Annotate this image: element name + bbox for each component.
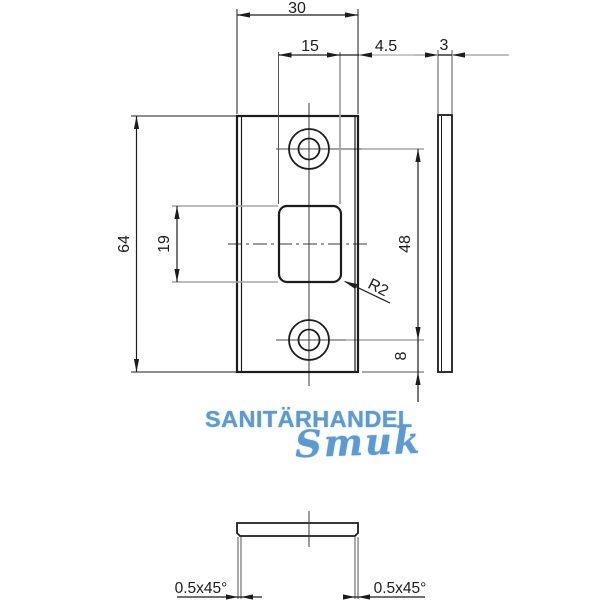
dim-thickness-3: 3 <box>414 37 509 114</box>
dim-hole-spacing-48: 48 <box>397 149 421 340</box>
dim-hole-spacing-label: 48 <box>397 235 414 253</box>
side-view-outline <box>437 114 453 373</box>
side-view <box>437 114 453 373</box>
plate-outline <box>235 114 360 374</box>
watermark-brand: SANITÄRHANDEL <box>205 406 413 432</box>
arrowheads <box>237 12 358 18</box>
dim-width-30: 30 <box>236 0 359 114</box>
dim-height-label: 64 <box>116 235 133 253</box>
arrowheads <box>133 116 140 372</box>
front-view <box>228 103 424 386</box>
radius-label: R2 <box>365 276 391 300</box>
dim-hole-edge-8: 8 <box>362 340 424 402</box>
arrowheads <box>174 206 180 282</box>
dim-offset-label: 4.5 <box>375 38 397 55</box>
bottom-view-outline <box>236 522 359 537</box>
dim-hole-edge-label: 8 <box>393 351 410 360</box>
centerlines <box>228 103 424 386</box>
dim-chamfer-right: 0.5x45° <box>343 537 426 600</box>
arrowheads <box>415 372 421 385</box>
arrowheads <box>425 52 465 58</box>
arrowheads <box>343 594 370 600</box>
leader-arrowhead <box>343 281 358 289</box>
dim-chamfer-left: 0.5x45° <box>175 537 262 600</box>
screw-hole-top <box>288 128 330 170</box>
dim-slot-height-label: 19 <box>156 235 173 253</box>
radius-callout-r2: R2 <box>343 276 391 304</box>
arrowheads <box>415 149 421 340</box>
screw-hole-bottom <box>288 319 330 361</box>
arrowheads <box>226 594 253 600</box>
latch-cutout <box>277 204 343 284</box>
dim-height-64: 64 <box>116 115 236 373</box>
arrowheads <box>278 52 372 58</box>
chamfer-left-label: 0.5x45° <box>175 580 228 597</box>
watermark-script: Smuk <box>294 417 423 467</box>
dim-slot-width-label: 15 <box>301 38 319 55</box>
dim-slot-height-19: 19 <box>156 205 278 283</box>
bottom-view <box>236 511 359 547</box>
chamfer-right-label: 0.5x45° <box>374 580 427 597</box>
dim-thickness-label: 3 <box>440 37 449 54</box>
dim-width-label: 30 <box>288 0 306 17</box>
dim-slot-width-15: 15 4.5 <box>278 38 508 204</box>
